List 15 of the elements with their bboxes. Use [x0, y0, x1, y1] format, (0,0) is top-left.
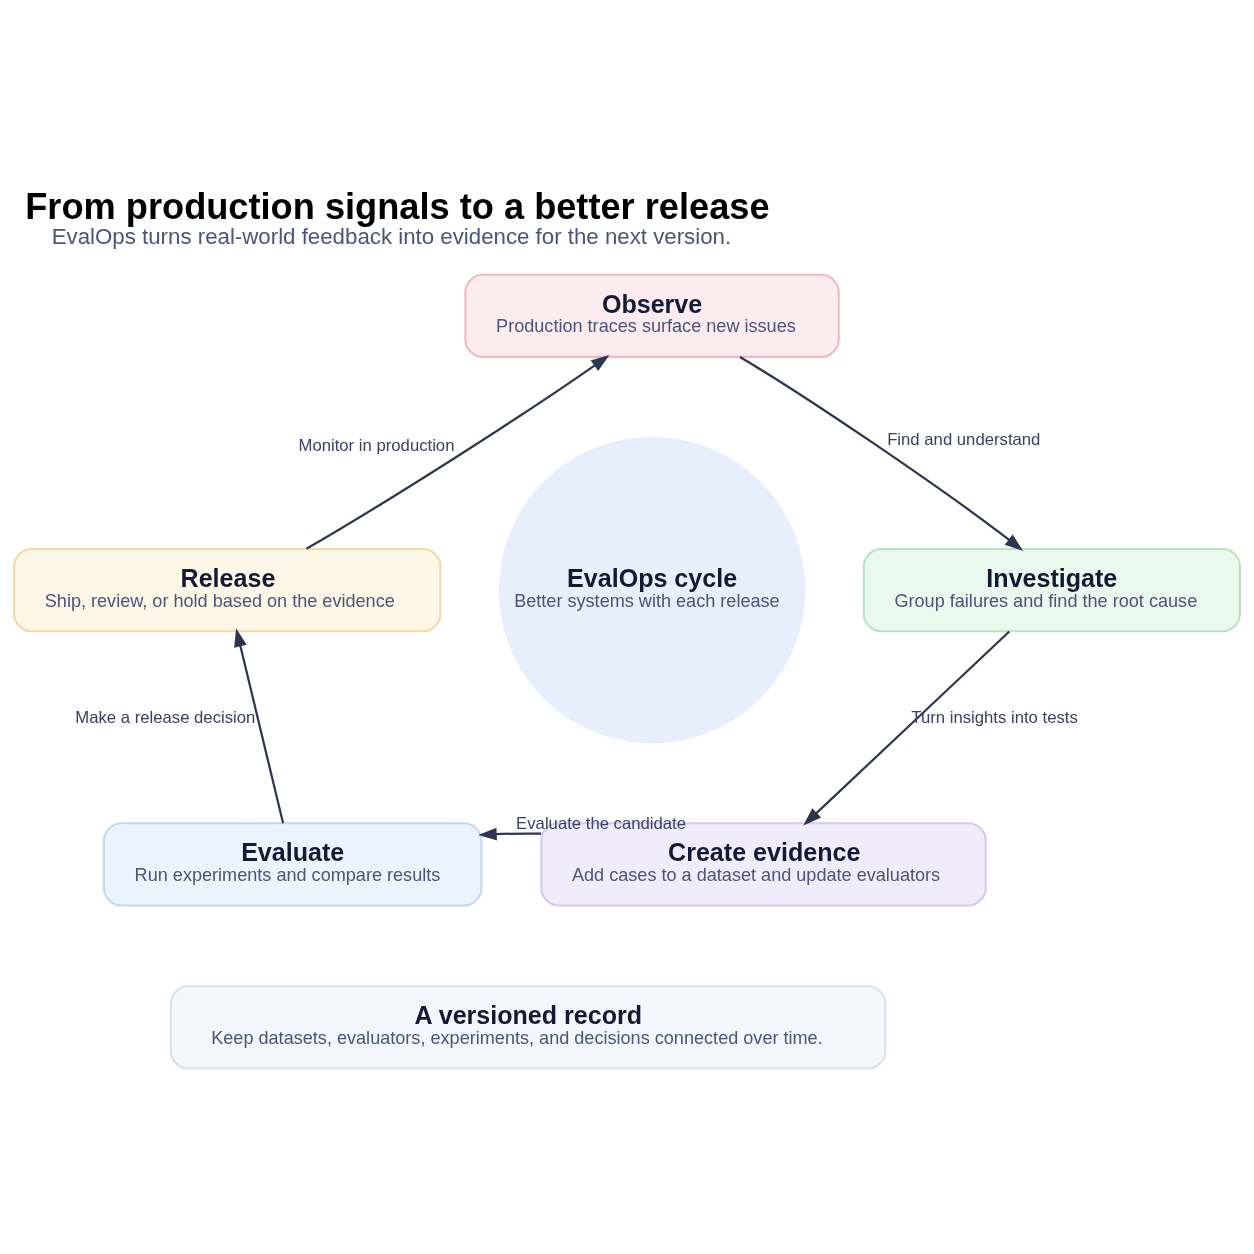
edge-label: Monitor in production — [298, 435, 455, 455]
edge-label: Find and understand — [887, 429, 1041, 449]
node-box: Evaluate Run experiments and compare results — [102, 822, 483, 907]
arrow — [478, 827, 542, 841]
arrow — [739, 356, 1024, 551]
arrow — [803, 630, 1011, 826]
edge-label: Make a release decision — [75, 707, 256, 727]
arrow — [234, 628, 285, 824]
node-box: Release Ship, review, or hold based on the evidence — [13, 547, 442, 633]
node-box: Observe Production traces surface new issues — [464, 273, 840, 358]
arrow — [305, 355, 610, 550]
node-box: Investigate Group failures and find the root cause — [862, 547, 1241, 633]
node-box: A versioned record Keep datasets, evaluators, experiments, and decisions connected over time. — [169, 985, 887, 1070]
node-circle: EvalOps cycle Better systems with each release — [498, 436, 806, 744]
diagram-title: From production signals to a better release — [25, 185, 770, 227]
